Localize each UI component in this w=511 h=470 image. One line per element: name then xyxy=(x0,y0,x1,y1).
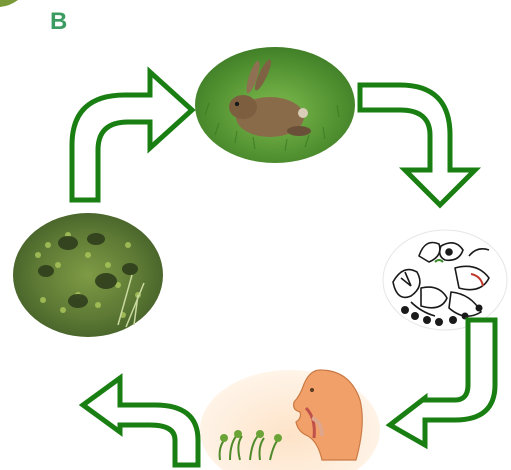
arrow-foods-to-human xyxy=(390,320,495,445)
arrow-human-to-pond xyxy=(83,378,198,465)
mixed-foods-sketch-image xyxy=(383,230,507,330)
rabbit-grass-image xyxy=(195,47,355,163)
human-eating-plants-image xyxy=(200,370,380,470)
arrow-rabbit-to-foods xyxy=(360,85,475,205)
arrow-pond-to-rabbit xyxy=(72,72,192,200)
pond-duckweed-image xyxy=(13,213,163,337)
